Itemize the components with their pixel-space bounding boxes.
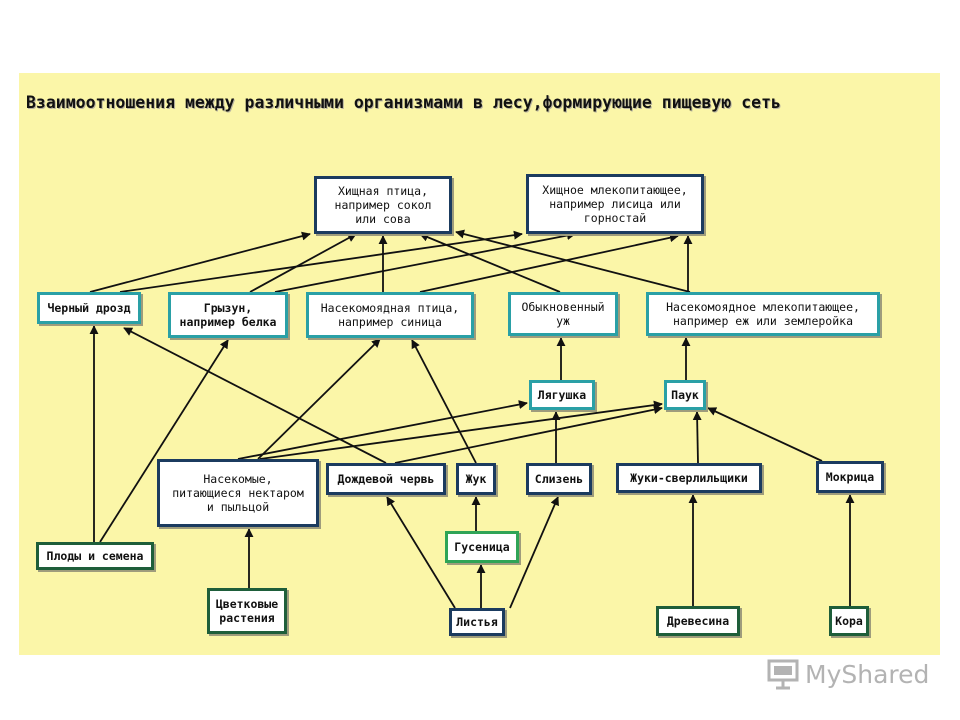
arrow-earthworm-to-blackbird [123, 327, 387, 464]
node-spider: Паук [664, 380, 706, 410]
watermark-text: MyShared [805, 659, 930, 689]
node-caterpillar: Гусеница [445, 531, 519, 563]
arrow-blackbird-to-predator-bird [89, 231, 311, 293]
diagram-title: Взаимоотношения между различными организ… [26, 93, 781, 112]
arrow-earthworm-to-spider [394, 405, 663, 464]
arrow-nectar-to-frog [237, 400, 528, 460]
arrow-woodlouse-to-spider [707, 407, 823, 462]
node-nectar-insects: Насекомые, питающиеся нектаром и пыльцой [157, 459, 319, 527]
node-insectivorous-bird: Насекомоядная птица, например синица [306, 292, 474, 338]
arrow-blackbird-to-predator-mammal [119, 230, 523, 293]
arrow-leaves-to-slug [509, 496, 559, 609]
node-wood: Древесина [656, 606, 740, 636]
node-rodent: Грызун, например белка [168, 292, 288, 338]
arrow-insect-mammal-to-predator-bird [455, 229, 691, 293]
node-bark: Кора [829, 606, 869, 636]
node-earthworm: Дождевой червь [326, 463, 446, 495]
arrow-leaves-to-earthworm [386, 496, 456, 609]
node-insectivorous-mammal: Насекомоядное млекопитающее, например еж… [646, 292, 880, 336]
node-woodlouse: Мокрица [816, 461, 884, 493]
arrow-rodent-to-predator-bird [249, 233, 357, 293]
node-frog: Лягушка [529, 380, 595, 410]
presentation-board-icon [767, 659, 799, 690]
arrow-insect-bird-to-predator-mammal [419, 233, 679, 293]
node-blackbird: Черный дрозд [37, 292, 141, 324]
arrow-snake-to-predator-bird [419, 232, 561, 293]
node-predator-bird: Хищная птица, например сокол или сова [314, 176, 452, 234]
arrow-fruits-to-rodent [99, 339, 229, 543]
node-slug: Слизень [526, 463, 592, 495]
arrow-beetle-to-insect-bird [411, 339, 477, 464]
node-flowering-plants: Цветковые растения [207, 588, 287, 634]
watermark: MyShared [767, 657, 929, 691]
node-predator-mammal: Хищное млекопитающее, например лисица ил… [526, 174, 704, 234]
node-leaves: Листья [449, 608, 505, 636]
node-beetle: Жук [456, 463, 496, 495]
arrow-bark-beetles-to-spider [692, 411, 702, 464]
arrow-nectar-to-spider [259, 400, 663, 460]
node-bark-beetles: Жуки-сверлильщики [616, 463, 762, 493]
node-fruits-seeds: Плоды и семена [36, 542, 154, 570]
node-grass-snake: Обыкновенный уж [508, 292, 618, 336]
arrow-nectar-to-insect-bird [257, 338, 381, 460]
arrow-rodent-to-predator-mammal [274, 231, 576, 293]
